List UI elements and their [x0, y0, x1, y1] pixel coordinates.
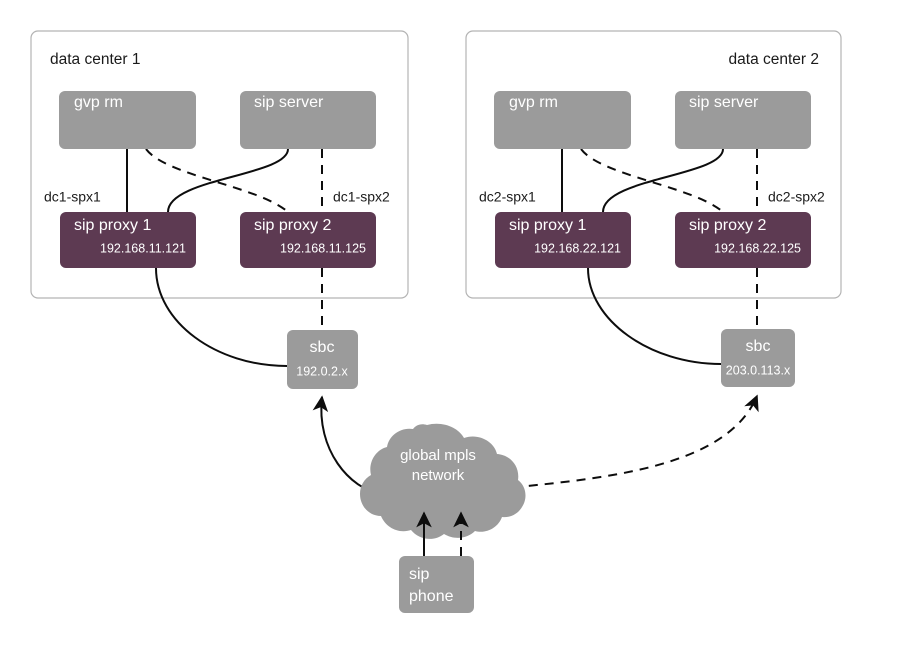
dc1-spx1-label: dc1-spx1 — [44, 189, 101, 205]
dc2-spx2-label: dc2-spx2 — [768, 189, 825, 205]
dc2-sbc-ip: 203.0.113.x — [726, 363, 791, 377]
dc1-sip-proxy-1-ip: 192.168.11.121 — [100, 241, 186, 255]
sip-phone-label-line2: phone — [409, 588, 454, 605]
dc2-gvp-rm-node[interactable] — [494, 91, 631, 149]
dc2-sbc-label: sbc — [746, 338, 771, 355]
dc1-sbc-label: sbc — [310, 339, 335, 356]
dc1-sip-proxy-2-node[interactable] — [240, 212, 376, 268]
data-center-2-title: data center 2 — [729, 51, 819, 68]
dc1-sip-proxy-1-node[interactable] — [60, 212, 196, 268]
dc2-sip-proxy-2-node[interactable] — [675, 212, 811, 268]
dc2-spx1-label: dc2-spx1 — [479, 189, 536, 205]
dc1-gvp-rm-node[interactable] — [59, 91, 196, 149]
dc2-sip-proxy-1-node[interactable] — [495, 212, 631, 268]
dc1-sbc-node[interactable] — [287, 330, 358, 389]
global-mpls-network-cloud[interactable]: global mpls network — [360, 423, 526, 539]
dc2-gvp-rm-label: gvp rm — [509, 94, 558, 111]
dc2-sbc-node[interactable] — [721, 329, 795, 387]
dc1-spx2-label: dc1-spx2 — [333, 189, 390, 205]
dc1-sbc-ip: 192.0.2.x — [296, 364, 348, 378]
dc2-sip-server-label: sip server — [689, 94, 759, 111]
cloud-label-line2: network — [412, 467, 465, 484]
dc1-gvp-rm-label: gvp rm — [74, 94, 123, 111]
dc1-sip-server-node[interactable] — [240, 91, 376, 149]
dc2-sip-server-node[interactable] — [675, 91, 811, 149]
dc1-link-sipserver-to-proxy1 — [167, 148, 289, 213]
sip-phone-node[interactable] — [399, 556, 474, 613]
sip-phone-label-line1: sip — [409, 566, 430, 583]
dc1-sip-proxy-1-label: sip proxy 1 — [74, 217, 151, 234]
dc2-sip-proxy-1-ip: 192.168.22.121 — [534, 241, 621, 255]
data-center-1-title: data center 1 — [50, 51, 140, 68]
dc1-sip-server-label: sip server — [254, 94, 324, 111]
link-cloud-to-dc2-sbc — [496, 394, 759, 490]
dc1-sip-proxy-2-label: sip proxy 2 — [254, 217, 331, 234]
dc2-sip-proxy-1-label: sip proxy 1 — [509, 217, 586, 234]
dc1-sip-proxy-2-ip: 192.168.11.125 — [280, 241, 366, 255]
dc2-sip-proxy-2-ip: 192.168.22.125 — [714, 241, 801, 255]
cloud-label-line1: global mpls — [400, 447, 476, 464]
dc2-sip-proxy-2-label: sip proxy 2 — [689, 217, 766, 234]
dc2-link-proxy1-to-sbc — [587, 267, 722, 365]
dc2-link-sipserver-to-proxy1 — [602, 148, 724, 213]
dc1-link-proxy1-to-sbc — [155, 267, 288, 367]
